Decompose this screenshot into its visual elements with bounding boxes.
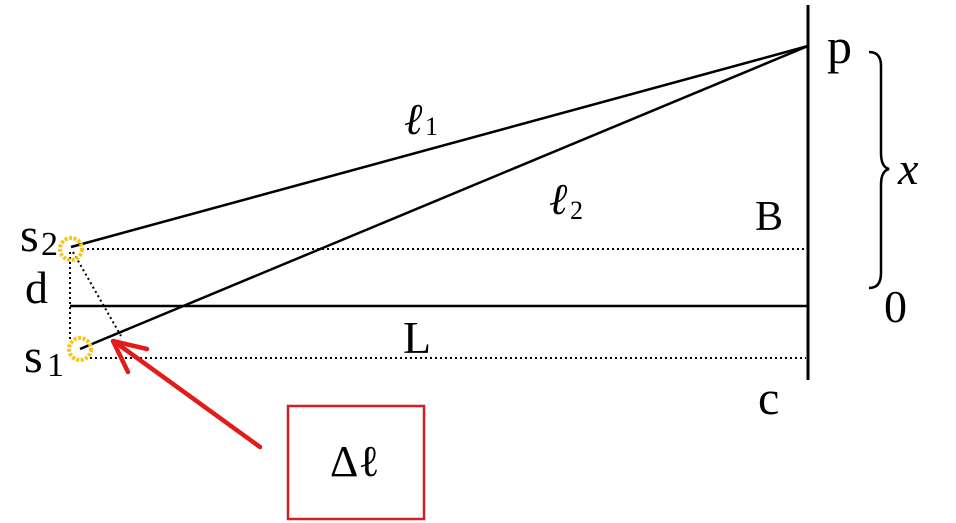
path-l2-line	[79, 44, 809, 351]
path-l2-label: ℓ	[549, 175, 568, 224]
path-difference-arrow-shaft	[112, 339, 263, 450]
point-p-label: p	[827, 18, 852, 74]
source-2-label: s	[20, 209, 39, 262]
source-1-ring	[67, 336, 93, 362]
separation-d-label: d	[25, 262, 48, 313]
source-2-ring	[58, 236, 84, 262]
dotted-perpendicular-line	[72, 251, 122, 337]
point-c-label: c	[758, 372, 779, 425]
path-difference-arrow-head	[110, 338, 150, 375]
source-1-subscript: 1	[47, 347, 64, 384]
origin-label: 0	[884, 281, 907, 332]
point-b-label: B	[755, 194, 783, 240]
source-2-subscript: 2	[41, 226, 58, 263]
path-l2-subscript: 2	[570, 196, 583, 225]
distance-l-label: L	[403, 312, 431, 363]
path-l1-label: ℓ	[404, 95, 423, 144]
source-1-label: s	[24, 330, 43, 383]
path-difference-label: Δℓ	[330, 437, 379, 486]
path-l1-line	[70, 44, 809, 249]
path-l1-subscript: 1	[425, 112, 438, 141]
path-difference-callout-box	[286, 404, 426, 521]
distance-x-brace	[868, 50, 890, 290]
distance-x-label: x	[897, 143, 919, 194]
